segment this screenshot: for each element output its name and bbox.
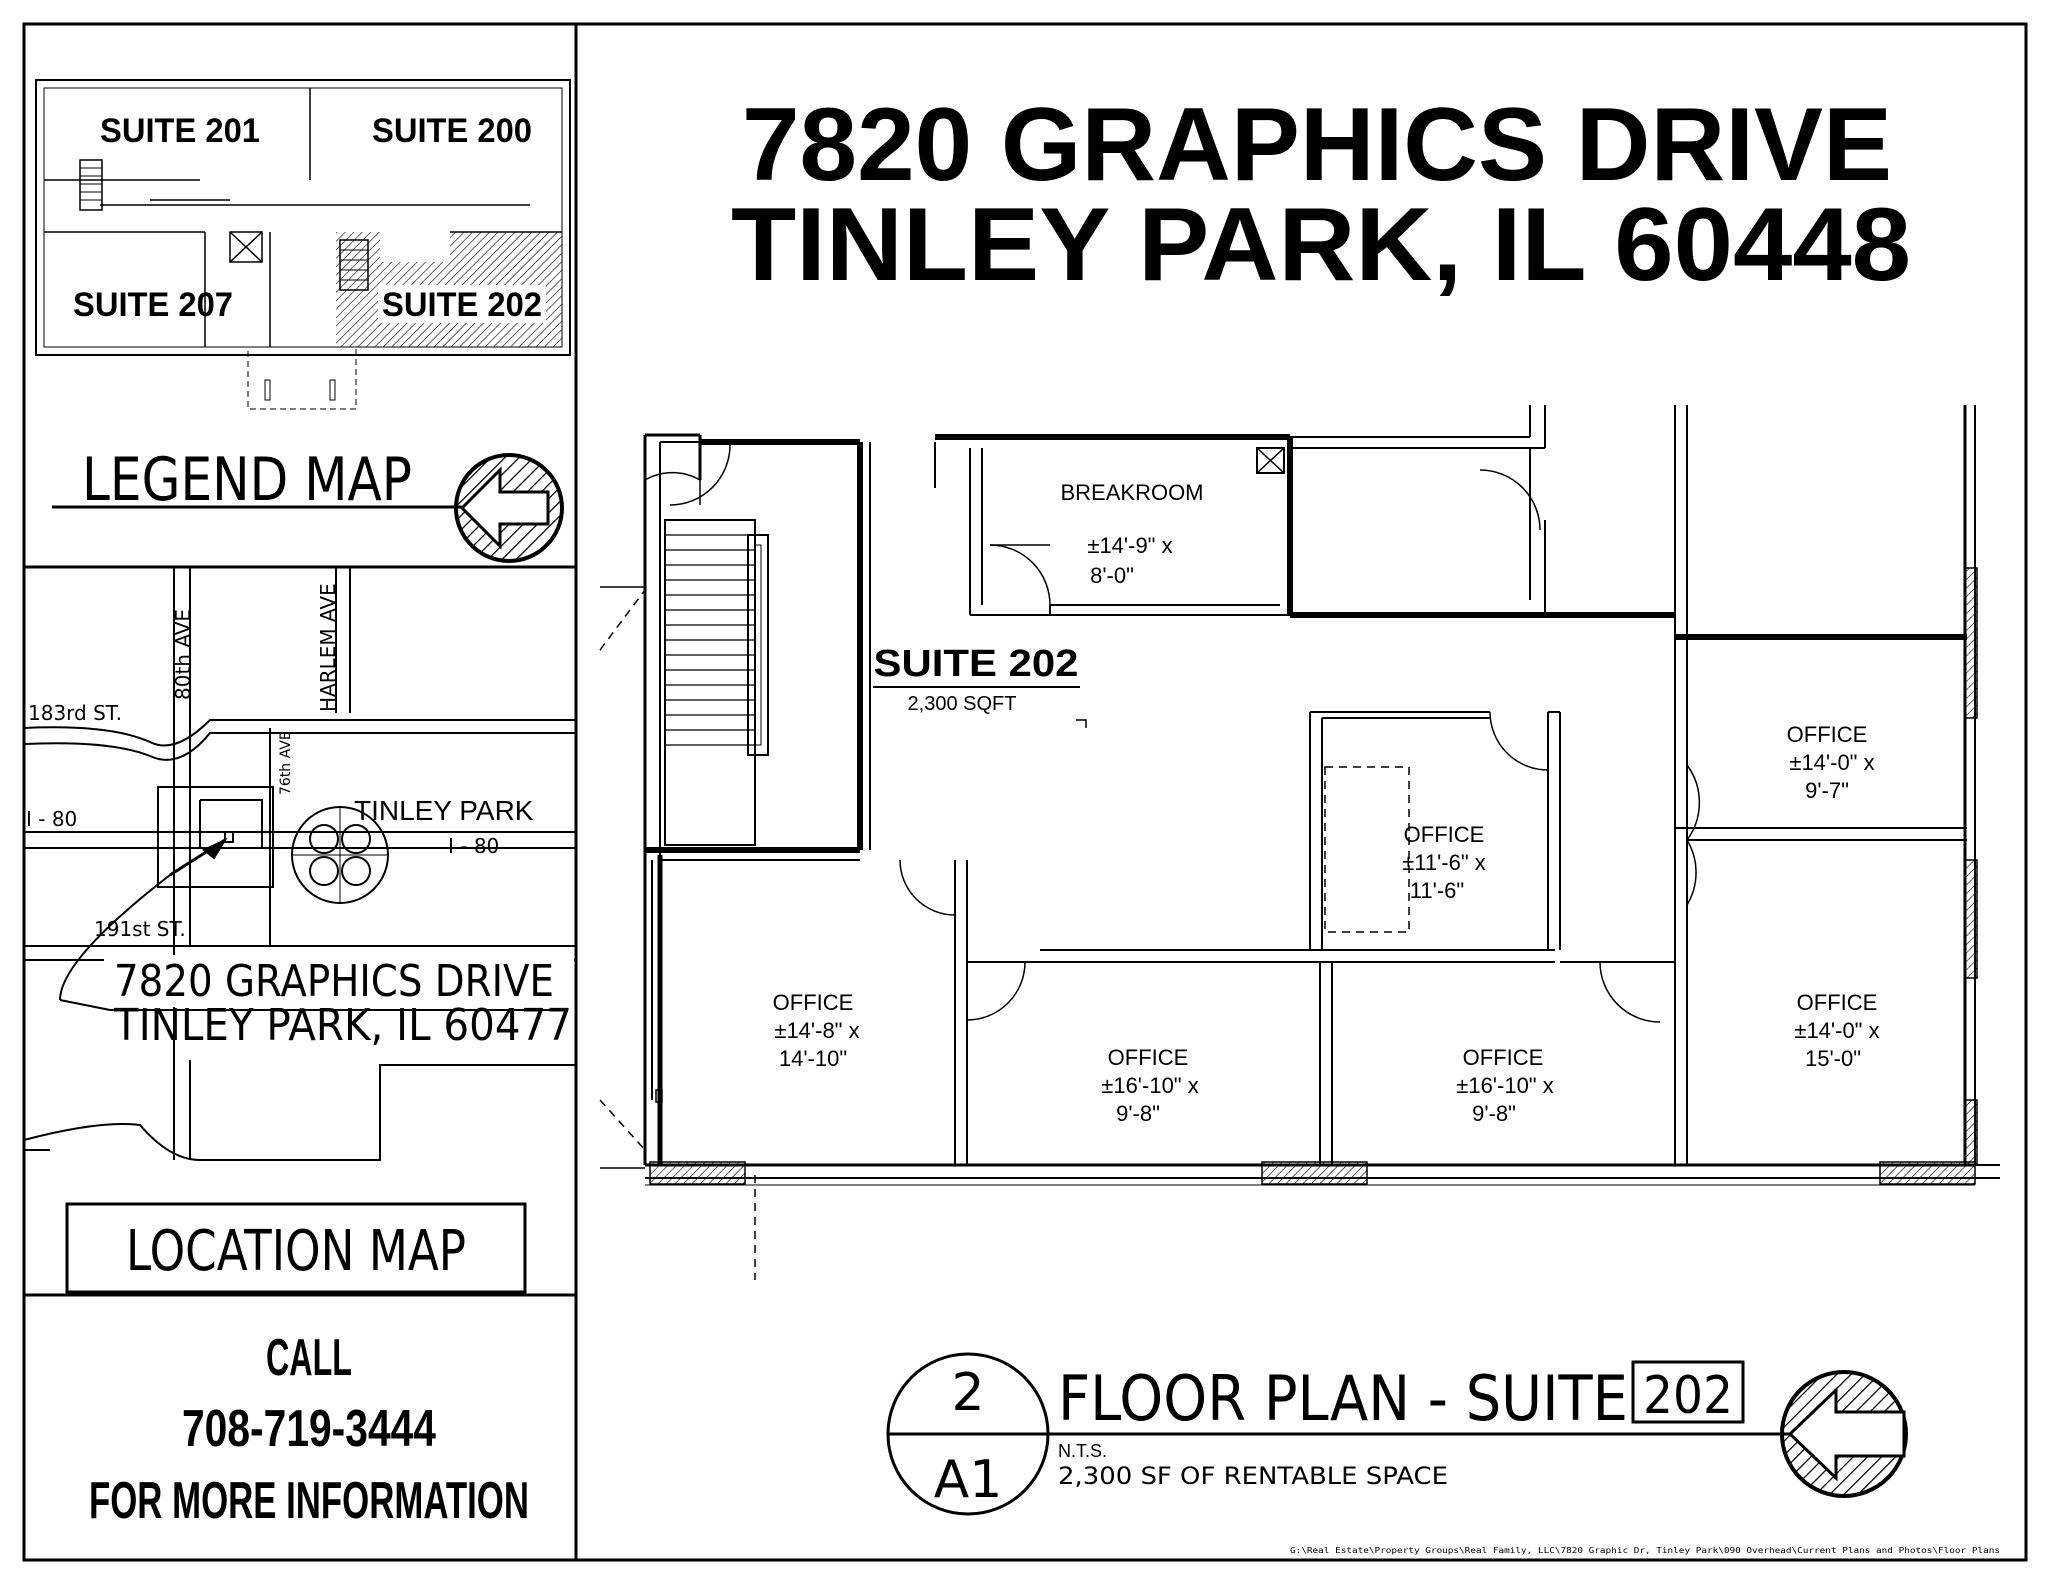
office-label: OFFICE ±16'-10" x 9'-8" [1101, 1045, 1198, 1126]
room-dim-1: ±16'-10" x [1101, 1073, 1198, 1098]
room-dim-1: ±14'-9" x [1087, 533, 1172, 558]
office-label: OFFICE ±14'-8" x 14'-10" [773, 990, 860, 1071]
room-name: OFFICE [1404, 822, 1485, 847]
floor-plan-suite-number: 202 [1643, 1366, 1733, 1426]
room-name: OFFICE [1787, 722, 1868, 747]
suite-label: SUITE 201 [100, 112, 260, 150]
room-dim-1: ±11'-6" x [1402, 850, 1486, 875]
north-arrow-icon [1780, 1370, 1908, 1498]
page-title: 7820 GRAPHICS DRIVE TINLEY PARK, IL 6044… [731, 87, 1911, 303]
street-191st: 191st ST. [94, 917, 186, 941]
room-name: OFFICE [1797, 990, 1878, 1015]
scale-note: N.T.S. [1058, 1441, 1107, 1461]
street-76th-ave: 76th AVE [278, 731, 294, 795]
suite-label: SUITE 207 [73, 286, 233, 324]
location-map-label-box [65, 1202, 527, 1294]
street-i80-right: I - 80 [448, 834, 499, 858]
office-label: OFFICE ±14'-0" x 15'-0" [1794, 990, 1879, 1071]
room-dim-2: 9'-7" [1805, 778, 1849, 803]
location-map-label: LOCATION MAP [126, 1219, 466, 1284]
sheet-reference: A1 [934, 1450, 1003, 1510]
sheet-frame [22, 22, 2028, 1562]
room-dim-1: ±16'-10" x [1456, 1073, 1553, 1098]
floor-plan-title: FLOOR PLAN - SUITE [1058, 1362, 1628, 1435]
room-dim-2: 14'-10" [779, 1046, 847, 1071]
floor-plan [599, 405, 2000, 1280]
room-dim-1: ±14'-0" x [1794, 1018, 1879, 1043]
street-80th-ave: 80th AVE [171, 609, 195, 700]
suite-number-box [1631, 1360, 1745, 1424]
suite-sqft: 2,300 SQFT [908, 693, 1017, 715]
contact-info-line: FOR MORE INFORMATION [89, 1472, 529, 1530]
suite-label: SUITE 202 [382, 286, 542, 324]
contact-phone: 708-719-3444 [182, 1400, 436, 1458]
office-label: OFFICE ±11'-6" x 11'-6" [1402, 822, 1486, 903]
suite-label: SUITE 200 [372, 112, 532, 150]
location-map [23, 567, 576, 1161]
room-dim-2: 15'-0" [1805, 1046, 1861, 1071]
room-name: OFFICE [1108, 1045, 1189, 1070]
tinley-park-label: TINLEY PARK [354, 795, 534, 826]
location-address-1: 7820 GRAPHICS DRIVE [114, 956, 554, 1007]
room-dim-2: 8'-0" [1090, 563, 1134, 588]
title-line-2: TINLEY PARK, IL 60448 [731, 187, 1911, 303]
room-dim-2: 9'-8" [1472, 1101, 1516, 1126]
room-dim-1: ±14'-8" x [774, 1018, 859, 1043]
street-harlem-ave: HARLEM AVE [316, 583, 340, 712]
contact-call: CALL [266, 1329, 352, 1387]
street-183rd: 183rd ST. [28, 701, 122, 725]
rentable-space-note: 2,300 SF OF RENTABLE SPACE [1058, 1462, 1448, 1490]
location-map-labels: 183rd ST. 80th AVE HARLEM AVE 76th AVE I… [26, 583, 574, 1294]
north-arrow-icon [454, 453, 564, 563]
street-i80-left: I - 80 [26, 807, 77, 831]
title-block: 2 A1 FLOOR PLAN - SUITE 202 N.T.S. 2,300… [886, 1352, 1908, 1516]
room-dim-1: ±14'-0" x [1789, 750, 1874, 775]
office-label: OFFICE ±16'-10" x 9'-8" [1456, 1045, 1553, 1126]
office-label: OFFICE ±14'-0" x 9'-7" [1787, 722, 1875, 803]
room-name: OFFICE [1463, 1045, 1544, 1070]
room-dim-2: 11'-6" [1410, 878, 1464, 903]
room-labels: BREAKROOM ±14'-9" x 8'-0" OFFICE ±14'-0"… [773, 480, 1880, 1126]
file-path: G:\Real Estate\Property Groups\Real Fami… [1290, 1546, 2000, 1555]
suite-info: SUITE 202 2,300 SQFT [873, 643, 1080, 715]
legend-map-label: LEGEND MAP [82, 445, 412, 515]
room-name: BREAKROOM [1060, 480, 1203, 505]
breakroom-label: BREAKROOM ±14'-9" x 8'-0" [1060, 480, 1203, 588]
sheet-number: 2 [951, 1363, 984, 1423]
title-line-1: 7820 GRAPHICS DRIVE [742, 87, 1892, 203]
legend-map: SUITE 201 SUITE 200 SUITE 207 SUITE 202 … [35, 79, 571, 563]
suite-name: SUITE 202 [874, 643, 1079, 685]
room-dim-2: 9'-8" [1116, 1101, 1160, 1126]
location-address-2: TINLEY PARK, IL 60477 [113, 1000, 572, 1051]
contact-info: CALL 708-719-3444 FOR MORE INFORMATION [89, 1329, 529, 1530]
room-name: OFFICE [773, 990, 854, 1015]
